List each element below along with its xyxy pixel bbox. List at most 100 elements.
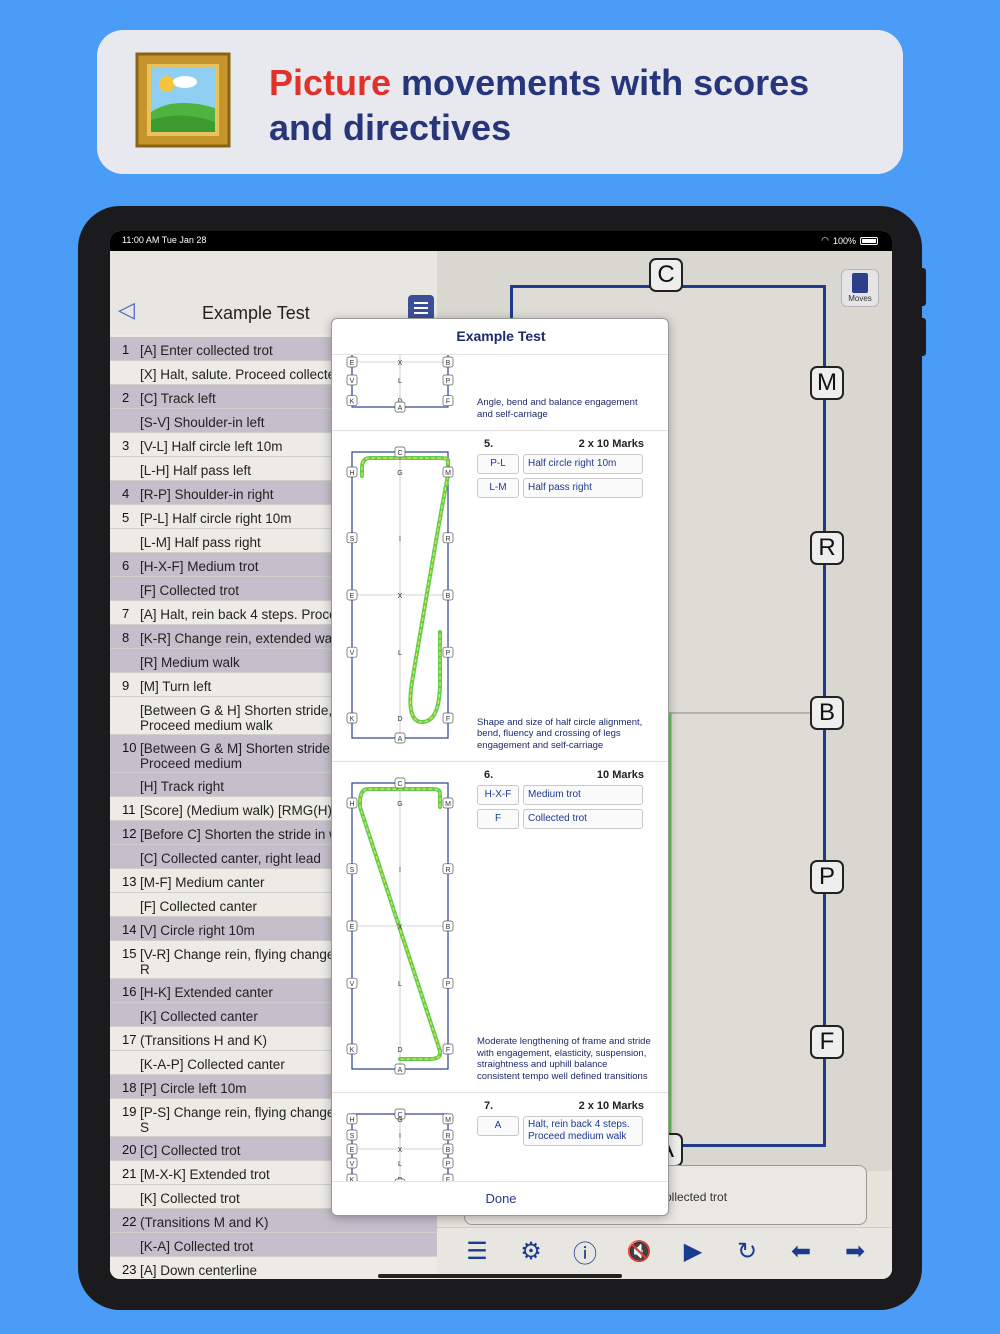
- list-item[interactable]: 13[M-F] Medium canter: [110, 869, 437, 893]
- moves-button[interactable]: Moves: [841, 269, 879, 307]
- arena-letter: E: [350, 924, 355, 931]
- list-item-text: [Score] (Medium walk) [RMG(H)G: [140, 803, 343, 818]
- list-item[interactable]: [X] Halt, salute. Proceed collected: [110, 361, 437, 385]
- arena-letter: G: [397, 1117, 402, 1124]
- list-item-text: [C] Track left: [140, 391, 216, 406]
- list-item[interactable]: 9[M] Turn left: [110, 673, 437, 697]
- arena-letter-c[interactable]: C: [649, 258, 683, 292]
- list-item[interactable]: 3[V-L] Half circle left 10m: [110, 433, 437, 457]
- list-item-number: 19: [122, 1104, 137, 1119]
- list-item-number: 5: [122, 510, 130, 525]
- list-item[interactable]: 17(Transitions H and K): [110, 1027, 437, 1051]
- list-item-number: 12: [122, 826, 137, 841]
- list-item-text: [H] Track right: [140, 779, 225, 794]
- arena-letter: X: [398, 360, 403, 367]
- arena-letter: B: [446, 1147, 451, 1154]
- moves-label: Moves: [848, 294, 872, 303]
- arena-letter: B: [446, 360, 451, 367]
- list-item-text: (Transitions M and K): [140, 1215, 269, 1230]
- back-chevron-icon[interactable]: ◁: [118, 297, 135, 322]
- movement-location: F: [477, 809, 519, 829]
- arena-letter: H: [349, 801, 354, 808]
- arena-letter: V: [350, 378, 355, 385]
- list-item[interactable]: [L-H] Half pass left: [110, 457, 437, 481]
- arena-letter-f[interactable]: F: [810, 1025, 844, 1059]
- arena-letter: L: [398, 650, 402, 657]
- page-title: Example Test: [202, 303, 310, 323]
- info-icon[interactable]: ⓘ: [573, 1240, 597, 1268]
- arena-letter: B: [446, 924, 451, 931]
- list-item[interactable]: 11[Score] (Medium walk) [RMG(H)G: [110, 797, 437, 821]
- arrow-left-icon[interactable]: ⬅: [790, 1237, 812, 1265]
- list-item-text: [C] Collected trot: [140, 1143, 241, 1158]
- list-item[interactable]: [F] Collected canter: [110, 893, 437, 917]
- list-item-text: [H-X-F] Medium trot: [140, 559, 259, 574]
- list-item-text: [L-H] Half pass left: [140, 463, 252, 478]
- arena-letter: R: [445, 867, 450, 874]
- arena-letter: F: [446, 399, 450, 406]
- movement-marks: 2 x 10 Marks: [578, 438, 644, 450]
- arrow-right-icon[interactable]: ➡: [844, 1237, 866, 1265]
- mute-icon[interactable]: 🔇: [626, 1240, 652, 1263]
- list-item-number: 15: [122, 946, 137, 961]
- list-item[interactable]: 7[A] Halt, rein back 4 steps. Proceed: [110, 601, 437, 625]
- arena-letter: B: [446, 593, 451, 600]
- list-item-text: [F] Collected trot: [140, 583, 240, 598]
- list-item-text: [R-P] Shoulder-in right: [140, 487, 274, 502]
- arena-letter: L: [398, 1161, 402, 1168]
- home-indicator: [378, 1274, 622, 1278]
- list-item-text: [R] Medium walk: [140, 655, 240, 670]
- done-button[interactable]: Done: [332, 1181, 668, 1215]
- list-item[interactable]: 23[A] Down centerline: [110, 1257, 437, 1279]
- movement-marks: 2 x 10 Marks: [578, 1100, 644, 1112]
- movement-directive: Moderate lengthening of frame and stride…: [477, 1036, 651, 1082]
- list-item[interactable]: [K-A] Collected trot: [110, 1233, 437, 1257]
- movement-path: [359, 788, 441, 1060]
- arena-letter: S: [350, 867, 355, 874]
- movement-path: [360, 456, 450, 724]
- list-item-text: [K] Collected trot: [140, 1191, 240, 1206]
- list-item-text: [M-F] Medium canter: [140, 875, 265, 890]
- arena-letter: F: [446, 1047, 450, 1054]
- list-item[interactable]: 5[P-L] Half circle right 10m: [110, 505, 437, 529]
- arena-letter: V: [350, 981, 355, 988]
- arena-letter: C: [397, 450, 402, 457]
- movement-directive: Angle, bend and balance engagement and s…: [477, 397, 638, 420]
- list-item-number: 1: [122, 342, 130, 357]
- reset-icon[interactable]: ↻: [736, 1237, 758, 1265]
- arena-letter: P: [446, 378, 451, 385]
- arena-letter-b[interactable]: B: [810, 696, 844, 730]
- menu-icon[interactable]: ☰: [466, 1237, 488, 1265]
- arena-letter: R: [445, 1133, 450, 1140]
- arena-letter-m[interactable]: M: [810, 366, 844, 400]
- movement-location: L-M: [477, 478, 519, 498]
- list-item-text: [S-V] Shoulder-in left: [140, 415, 265, 430]
- list-item-number: 14: [122, 922, 137, 937]
- list-item-number: 20: [122, 1142, 137, 1157]
- list-item-number: 16: [122, 984, 137, 999]
- movement-location: H-X-F: [477, 785, 519, 805]
- gear-icon[interactable]: ⚙: [520, 1237, 542, 1265]
- arena-lines: [666, 712, 829, 1151]
- play-icon[interactable]: ▶: [683, 1237, 703, 1265]
- list-item-number: 17: [122, 1032, 137, 1047]
- list-item[interactable]: [K] Collected trot: [110, 1185, 437, 1209]
- list-item-text: [L-M] Half pass right: [140, 535, 261, 550]
- list-item-number: 18: [122, 1080, 137, 1095]
- arena-letter-r[interactable]: R: [810, 531, 844, 565]
- document-list-icon[interactable]: [408, 295, 434, 321]
- arena-letter-p[interactable]: P: [810, 860, 844, 894]
- list-item[interactable]: 21[M-X-K] Extended trot: [110, 1161, 437, 1185]
- modal-title: Example Test: [332, 319, 668, 355]
- list-item[interactable]: [K-A-P] Collected canter: [110, 1051, 437, 1075]
- arena-letter: K: [350, 1047, 355, 1054]
- list-item-text: [Before C] Shorten the stride in w: [140, 827, 339, 842]
- movement-number: 7.: [484, 1100, 494, 1112]
- list-item[interactable]: [L-M] Half pass right: [110, 529, 437, 553]
- arena-letter: R: [445, 536, 450, 543]
- movement-number: 6.: [484, 769, 494, 781]
